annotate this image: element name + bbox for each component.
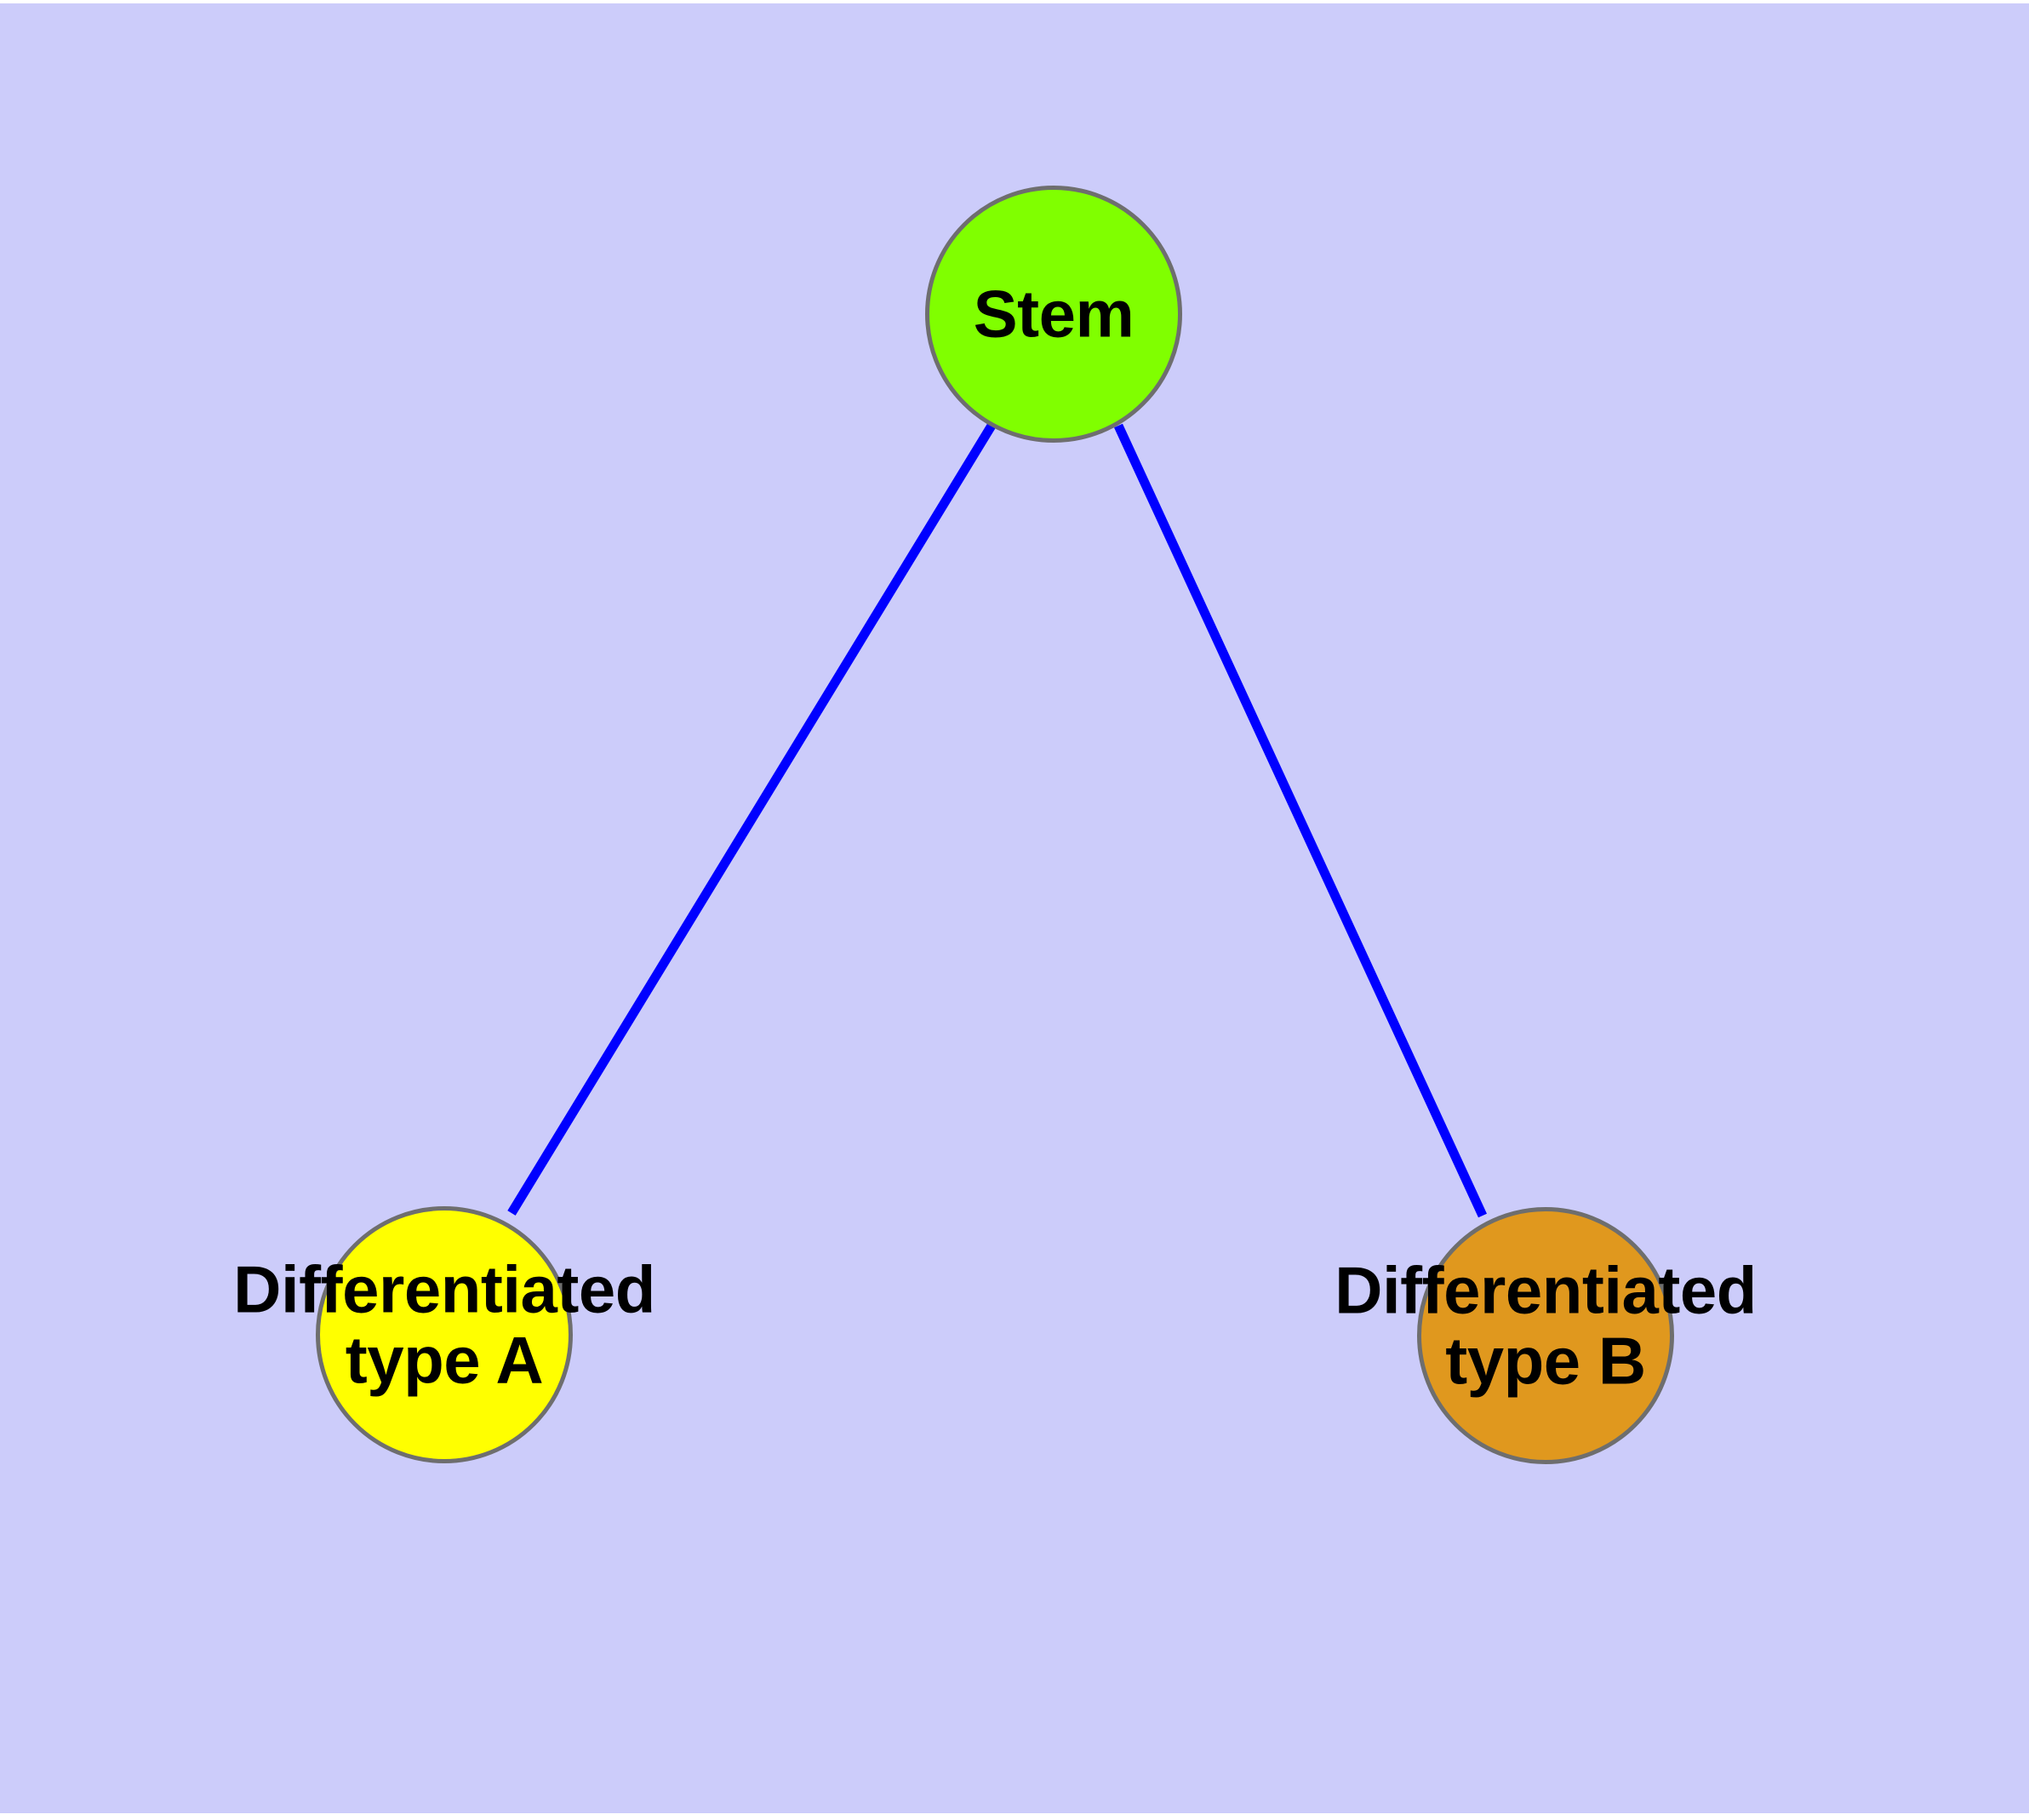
node-differentiated-type-a[interactable]: Differentiated type A — [233, 1206, 655, 1463]
edge-stem-to-diff-a[interactable] — [507, 423, 996, 1216]
node-stem[interactable]: Stem — [925, 186, 1182, 443]
node-diff-b-label-line-2: type B — [1445, 1323, 1646, 1399]
node-differentiated-type-b[interactable]: Differentiated type B — [1335, 1207, 1757, 1464]
edge-stem-to-diff-b[interactable] — [1114, 423, 1487, 1218]
node-diff-a-label-line-2: type A — [345, 1322, 544, 1398]
edge-layer — [507, 423, 1487, 1218]
graph-canvas: Stem Differentiated type A Differentiate… — [0, 3, 2029, 1813]
node-stem-label: Stem — [973, 276, 1135, 352]
